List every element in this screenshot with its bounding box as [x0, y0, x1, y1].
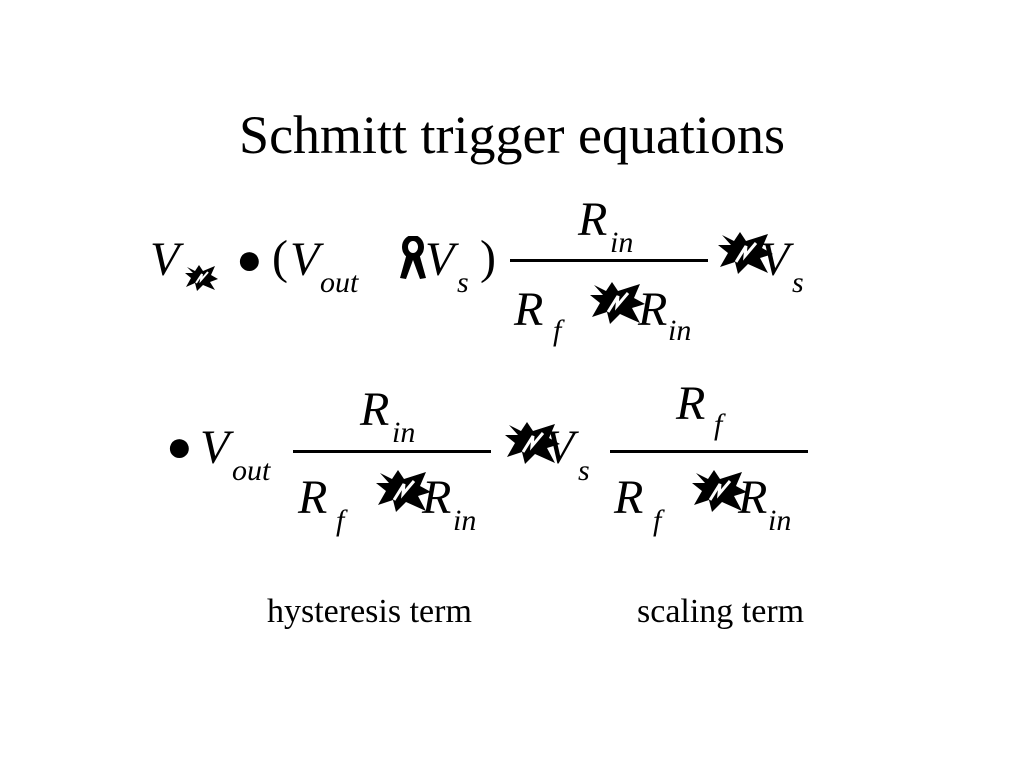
v-out: V	[290, 233, 320, 286]
frac2-denominator-sub1: f	[653, 504, 662, 537]
burst-icon	[692, 470, 747, 512]
fraction-bar	[610, 450, 808, 453]
out-subscript: out	[232, 454, 271, 487]
burst-icon	[590, 282, 645, 324]
frac1-numerator-r: R	[360, 383, 390, 436]
v-out: V	[200, 421, 230, 474]
frac2-numerator-r: R	[676, 377, 706, 430]
fraction-bar	[510, 259, 708, 262]
burst-icon	[185, 265, 218, 291]
denominator-r1: R	[514, 283, 544, 336]
out-subscript: out	[320, 266, 359, 299]
fraction-bar	[293, 450, 491, 453]
frac1-numerator-sub: in	[392, 416, 416, 449]
frac2-denominator-r2: R	[738, 471, 768, 524]
frac1-denominator-sub1: f	[336, 504, 345, 537]
frac2-numerator-sub: f	[714, 408, 723, 441]
burst-icon	[718, 232, 773, 274]
hysteresis-caption: hysteresis term	[267, 593, 472, 630]
ribbon-icon	[400, 236, 426, 279]
open-paren: (	[272, 231, 288, 284]
denominator-sub1: f	[553, 314, 562, 347]
page-title: Schmitt trigger equations	[239, 105, 785, 165]
tail-v: V	[760, 233, 790, 286]
tail-sub: s	[792, 266, 804, 299]
numerator-r: R	[578, 193, 608, 246]
v-s: V	[425, 233, 455, 286]
frac1-denominator-r2: R	[422, 471, 452, 524]
bullet-symbol: ●	[236, 235, 263, 284]
denominator-r2: R	[638, 283, 668, 336]
numerator-sub: in	[610, 226, 634, 259]
burst-icon	[505, 422, 560, 464]
frac1-denominator-sub2: in	[453, 504, 477, 537]
bullet-symbol: ●	[166, 422, 193, 471]
denominator-sub2: in	[668, 314, 692, 347]
s-subscript: s	[578, 454, 590, 487]
scaling-caption: scaling term	[637, 593, 805, 630]
lhs-v: V	[150, 233, 180, 286]
close-paren: )	[480, 231, 496, 284]
s-subscript: s	[457, 266, 469, 299]
frac2-denominator-sub2: in	[768, 504, 792, 537]
frac1-denominator-r1: R	[298, 471, 328, 524]
burst-icon	[376, 470, 431, 512]
frac2-denominator-r1: R	[614, 471, 644, 524]
v-s: V	[545, 421, 575, 474]
